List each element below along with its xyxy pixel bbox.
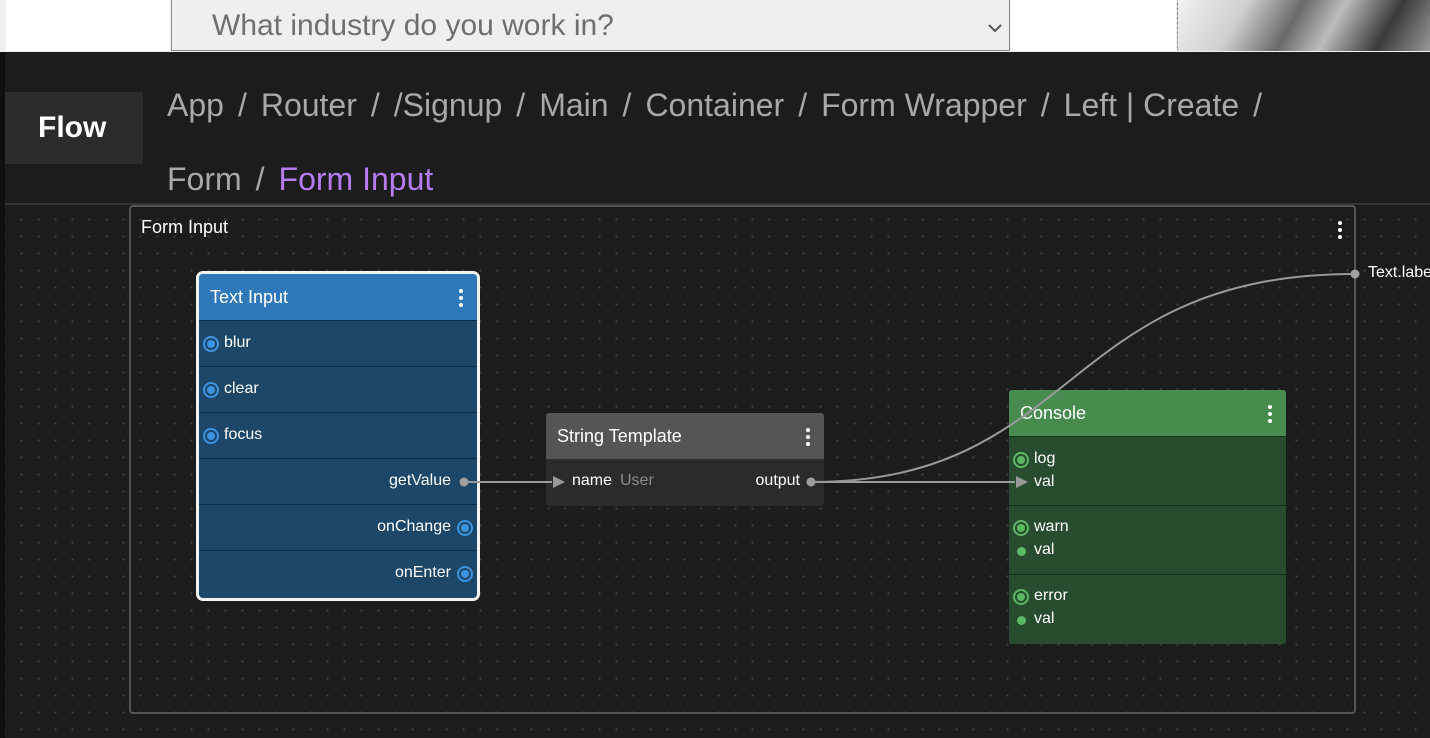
app-preview-strip: What industry do you work in?	[0, 0, 1430, 52]
preview-left-panel	[6, 0, 170, 51]
group-title: Form Input	[141, 217, 229, 237]
breadcrumb-separator: /	[798, 87, 808, 123]
param-port-icon[interactable]	[1017, 547, 1026, 556]
signal-port-icon[interactable]	[1013, 520, 1029, 536]
input-port-icon[interactable]	[203, 382, 219, 398]
breadcrumb-separator: /	[622, 87, 632, 123]
param-label: val	[1034, 541, 1055, 558]
input-port-row: blur	[199, 320, 477, 366]
breadcrumb: App / Router / /Signup / Main / Container / Form W…	[167, 68, 1367, 216]
string-template-node-header[interactable]: String Template	[546, 413, 824, 459]
port-label: blur	[224, 334, 251, 351]
preview-photo	[1177, 0, 1430, 51]
node-menu-icon[interactable]	[1268, 405, 1272, 423]
node-menu-icon[interactable]	[806, 428, 810, 446]
text-input-node[interactable]: Text Input blur clear focus getValue onC…	[196, 271, 480, 601]
port-label: output	[755, 472, 800, 489]
input-value[interactable]: User	[620, 472, 654, 489]
external-output-label: Text.label	[1368, 264, 1430, 281]
signal-label: warn	[1034, 518, 1069, 535]
breadcrumb-item-router[interactable]: Router	[260, 87, 357, 123]
flow-tag: Flow	[5, 92, 143, 164]
breadcrumb-separator: /	[1253, 87, 1263, 123]
node-title: String Template	[557, 426, 682, 446]
breadcrumb-separator: /	[1040, 87, 1050, 123]
editor-frame-edge	[0, 52, 5, 738]
breadcrumb-item-signup[interactable]: /Signup	[393, 87, 503, 123]
breadcrumb-item-container[interactable]: Container	[645, 87, 785, 123]
node-menu-icon[interactable]	[459, 289, 463, 307]
console-signal-group: warn val	[1009, 505, 1286, 574]
input-port-row: clear	[199, 366, 477, 412]
industry-select-placeholder: What industry do you work in?	[212, 9, 614, 42]
console-node-header[interactable]: Console	[1009, 390, 1286, 436]
port-label: getValue	[389, 472, 451, 489]
group-menu-icon[interactable]	[1338, 221, 1342, 239]
port-label: onChange	[377, 518, 451, 535]
port-label: clear	[224, 380, 259, 397]
port-label: onEnter	[394, 564, 451, 581]
output-port-row: getValue	[199, 458, 477, 504]
console-signal-group: log val	[1009, 436, 1286, 505]
template-port-row: name User output	[546, 459, 824, 506]
breadcrumb-item-left-create[interactable]: Left | Create	[1063, 87, 1240, 123]
param-port-icon[interactable]	[1017, 616, 1026, 625]
signal-label: log	[1034, 450, 1056, 467]
breadcrumb-item-form-wrapper[interactable]: Form Wrapper	[821, 87, 1027, 123]
header-divider	[5, 203, 1430, 205]
chevron-down-icon	[988, 24, 1002, 33]
breadcrumb-item-form[interactable]: Form	[167, 161, 242, 197]
port-label: name	[572, 472, 613, 489]
output-port-row: onChange	[199, 504, 477, 550]
text-input-node-header[interactable]: Text Input	[199, 274, 477, 320]
input-port-row: focus	[199, 412, 477, 458]
signal-label: error	[1034, 587, 1068, 604]
console-signal-group: error val	[1009, 574, 1286, 643]
param-label: val	[1034, 473, 1055, 490]
output-port-icon[interactable]	[457, 520, 473, 536]
console-node[interactable]: Console log val warn val error val	[1009, 390, 1286, 644]
node-title: Text Input	[210, 287, 289, 307]
port-label: focus	[224, 426, 263, 443]
breadcrumb-separator: /	[516, 87, 526, 123]
signal-port-icon[interactable]	[1013, 589, 1029, 605]
preview-right-panel	[1011, 0, 1176, 51]
breadcrumb-item-main[interactable]: Main	[539, 87, 609, 123]
output-port-row: onEnter	[199, 550, 477, 596]
flow-header: Flow App / Router / /Signup / Main / Container / F…	[5, 52, 1430, 203]
string-template-node[interactable]: String Template name User output	[546, 413, 824, 506]
breadcrumb-item-app[interactable]: App	[167, 87, 224, 123]
output-port-icon[interactable]	[457, 566, 473, 582]
input-port-icon[interactable]	[203, 336, 219, 352]
breadcrumb-separator: /	[370, 87, 380, 123]
breadcrumb-item-form-input: Form Input	[278, 161, 434, 197]
input-port-icon[interactable]	[203, 428, 219, 444]
industry-select[interactable]: What industry do you work in?	[171, 0, 1010, 51]
breadcrumb-separator: /	[255, 161, 265, 197]
node-title: Console	[1020, 403, 1087, 423]
signal-port-icon[interactable]	[1013, 452, 1029, 468]
param-label: val	[1034, 610, 1055, 627]
breadcrumb-separator: /	[237, 87, 247, 123]
